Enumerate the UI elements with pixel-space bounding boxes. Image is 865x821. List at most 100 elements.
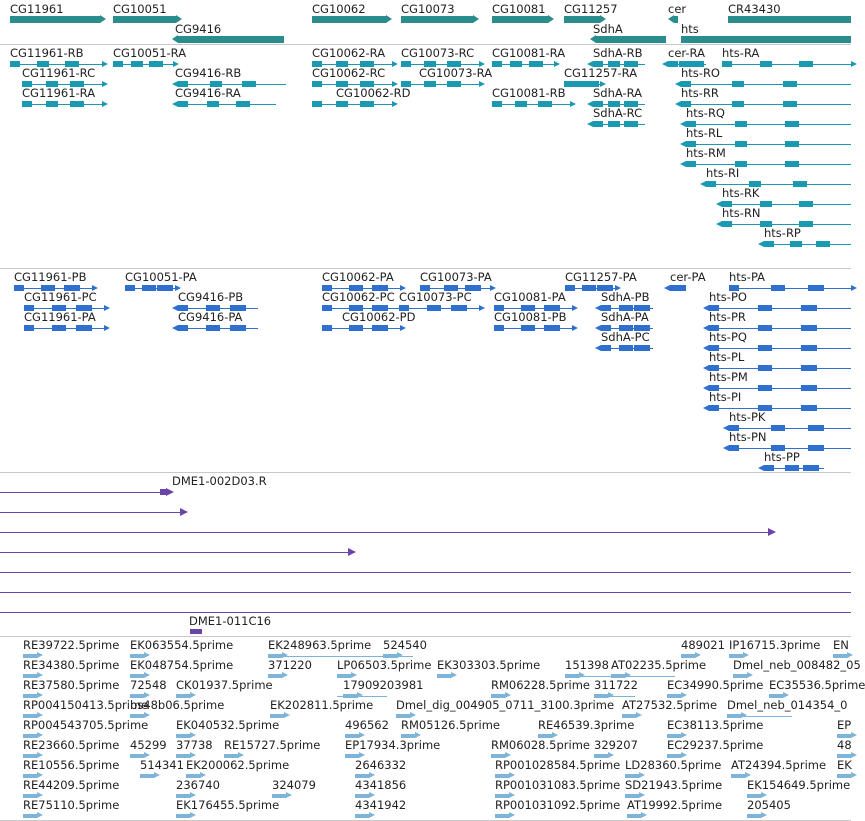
- est-feature[interactable]: [747, 794, 761, 798]
- est-feature[interactable]: [176, 754, 190, 758]
- est-label[interactable]: RE37580.5prime: [23, 678, 120, 692]
- est-label[interactable]: RP001031083.5prime: [495, 778, 621, 792]
- gene-label[interactable]: CG11257: [564, 2, 618, 16]
- est-feature[interactable]: [837, 754, 851, 758]
- alignment-feature[interactable]: [190, 629, 202, 634]
- gene-feature[interactable]: [590, 35, 666, 43]
- transcript-feature[interactable]: [709, 308, 851, 309]
- est-feature[interactable]: [667, 694, 681, 698]
- est-feature[interactable]: [337, 674, 351, 678]
- transcript-label[interactable]: CG11961-PA: [24, 310, 96, 324]
- est-label[interactable]: AT02235.5prime: [611, 658, 707, 672]
- transcript-label[interactable]: SdhA-RB: [593, 46, 643, 60]
- gene-feature[interactable]: [492, 15, 554, 23]
- est-label[interactable]: 514341: [140, 758, 184, 772]
- transcript-label[interactable]: CG10062-RC: [312, 66, 386, 80]
- est-label[interactable]: 205405: [747, 798, 791, 812]
- transcript-label[interactable]: hts-PK: [729, 410, 766, 424]
- est-label[interactable]: bs48b06.5prime: [130, 698, 225, 712]
- est-label[interactable]: RM05126.5prime: [401, 718, 500, 732]
- transcript-label[interactable]: CG10073-RC: [401, 46, 475, 60]
- transcript-label[interactable]: hts-PM: [709, 370, 748, 384]
- est-label[interactable]: EK176455.5prime: [176, 798, 280, 812]
- gene-label[interactable]: CR43430: [728, 2, 781, 16]
- est-label[interactable]: 72548: [130, 678, 167, 692]
- est-feature[interactable]: [130, 754, 144, 758]
- transcript-label[interactable]: CG9416-PB: [178, 290, 244, 304]
- transcript-feature[interactable]: [401, 84, 479, 85]
- transcript-feature[interactable]: [681, 84, 851, 85]
- est-feature[interactable]: [140, 774, 154, 778]
- est-feature[interactable]: [495, 794, 509, 798]
- est-feature[interactable]: [681, 654, 695, 658]
- transcript-feature[interactable]: [178, 84, 286, 85]
- alignment-label[interactable]: DME1-011C16: [189, 614, 272, 628]
- est-feature[interactable]: [23, 774, 37, 778]
- transcript-label[interactable]: hts-PR: [709, 310, 746, 324]
- transcript-feature[interactable]: [178, 104, 276, 105]
- est-label[interactable]: RE46539.3prime: [538, 718, 635, 732]
- transcript-label[interactable]: hts-PA: [729, 270, 766, 284]
- est-label[interactable]: Dmel_neb_014354_0: [727, 698, 848, 712]
- est-feature[interactable]: [130, 654, 144, 658]
- est-label[interactable]: RE23660.5prime: [23, 738, 120, 752]
- transcript-label[interactable]: hts-RQ: [686, 106, 725, 120]
- est-label[interactable]: 524540: [383, 638, 427, 652]
- transcript-label[interactable]: CG10081-RA: [492, 46, 566, 60]
- transcript-feature[interactable]: [764, 244, 851, 245]
- transcript-feature[interactable]: [709, 348, 851, 349]
- alignment-feature[interactable]: [0, 512, 180, 513]
- gene-feature[interactable]: [564, 15, 606, 23]
- est-label[interactable]: RM06228.5prime: [491, 678, 590, 692]
- est-label[interactable]: LD28360.5prime: [625, 758, 722, 772]
- est-feature[interactable]: [401, 734, 415, 738]
- est-label[interactable]: SD21943.5prime: [625, 778, 723, 792]
- est-feature[interactable]: [491, 754, 505, 758]
- est-feature[interactable]: [729, 654, 743, 658]
- est-label[interactable]: RP004150413.5prime: [23, 698, 149, 712]
- transcript-label[interactable]: cer-PA: [670, 270, 706, 284]
- est-label[interactable]: AT19992.5prime: [627, 798, 723, 812]
- gene-label[interactable]: cer: [668, 2, 687, 16]
- transcript-feature[interactable]: [686, 124, 851, 125]
- est-label[interactable]: Dmel_neb_008482_05: [733, 658, 861, 672]
- est-feature[interactable]: [396, 714, 410, 718]
- est-feature[interactable]: [594, 754, 608, 758]
- est-label[interactable]: EK202811.5prime: [270, 698, 374, 712]
- alignment-feature[interactable]: [0, 552, 348, 553]
- transcript-label[interactable]: CG11961-RA: [22, 86, 96, 100]
- est-feature[interactable]: [270, 714, 284, 718]
- gene-feature[interactable]: [113, 15, 182, 23]
- est-feature[interactable]: [23, 674, 37, 678]
- transcript-label[interactable]: hts-RK: [722, 186, 760, 200]
- transcript-feature[interactable]: [22, 84, 102, 85]
- alignment-feature[interactable]: [160, 489, 168, 495]
- est-label[interactable]: EK248963.5prime: [268, 638, 372, 652]
- gene-feature[interactable]: [401, 15, 479, 23]
- transcript-label[interactable]: hts-RP: [764, 226, 801, 240]
- est-label[interactable]: RE15727.5prime: [224, 738, 321, 752]
- transcript-label[interactable]: hts-PI: [709, 390, 742, 404]
- transcript-label[interactable]: CG9416-RA: [175, 86, 241, 100]
- est-feature[interactable]: [667, 754, 681, 758]
- transcript-label[interactable]: CG11961-PB: [14, 270, 87, 284]
- transcript-label[interactable]: hts-RI: [706, 166, 740, 180]
- est-feature[interactable]: [355, 794, 369, 798]
- est-feature[interactable]: [625, 774, 639, 778]
- gene-feature[interactable]: [681, 36, 851, 43]
- transcript-label[interactable]: hts-RM: [686, 146, 726, 160]
- est-label[interactable]: RP001031092.5prime: [495, 798, 621, 812]
- est-feature[interactable]: [345, 734, 359, 738]
- transcript-label[interactable]: hts-PL: [709, 350, 745, 364]
- gene-label[interactable]: CG10073: [401, 2, 455, 16]
- est-label[interactable]: 311722: [594, 678, 638, 692]
- transcript-feature[interactable]: [312, 64, 392, 65]
- est-feature[interactable]: [23, 714, 37, 718]
- est-feature[interactable]: [224, 754, 238, 758]
- transcript-label[interactable]: CG10062-RD: [336, 86, 411, 100]
- est-label[interactable]: EN: [833, 638, 849, 652]
- est-feature[interactable]: [130, 694, 144, 698]
- est-feature[interactable]: [186, 774, 200, 778]
- transcript-feature[interactable]: [729, 288, 851, 289]
- transcript-feature[interactable]: [722, 204, 851, 205]
